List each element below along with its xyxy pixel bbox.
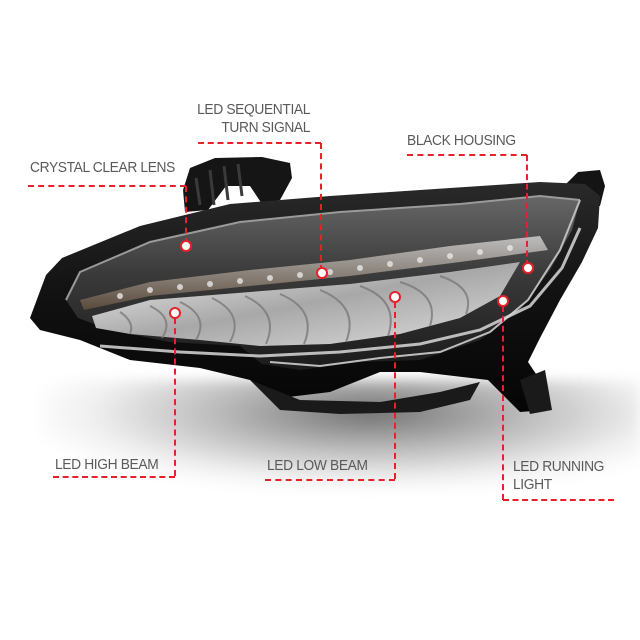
callout-dot-turn-signal [316, 267, 328, 279]
callout-line-low-beam-v [394, 302, 396, 479]
callout-label-led-sequential-turn-signal: LED SEQUENTIAL TURN SIGNAL [196, 101, 310, 137]
callout-text-line-2: TURN SIGNAL [221, 119, 311, 136]
callout-text: LED LOW BEAM [267, 457, 368, 474]
callout-label-led-low-beam: LED LOW BEAM [267, 457, 368, 475]
callout-line-black-housing-v [526, 155, 528, 266]
callout-label-crystal-clear-lens: CRYSTAL CLEAR LENS [30, 159, 175, 177]
callout-line-turn-signal-h [198, 142, 321, 144]
callout-label-led-high-beam: LED HIGH BEAM [55, 456, 159, 474]
callout-text: CRYSTAL CLEAR LENS [30, 159, 175, 176]
callout-text: LED HIGH BEAM [55, 456, 159, 473]
callout-text-line-1: LED RUNNING [513, 458, 605, 475]
callout-line-crystal-clear-lens-v [185, 186, 187, 244]
callout-dot-black-housing [522, 262, 534, 274]
callout-line-turn-signal-v [320, 143, 322, 271]
callout-line-low-beam-h [265, 479, 395, 481]
callout-line-crystal-clear-lens-h [28, 185, 186, 187]
callout-line-high-beam-v [174, 318, 176, 476]
callout-text-line-2: LIGHT [513, 476, 552, 493]
callout-label-black-housing: BLACK HOUSING [407, 132, 516, 150]
callout-text: BLACK HOUSING [407, 132, 516, 149]
callout-line-black-housing-h [407, 154, 527, 156]
callout-line-running-light-v [502, 306, 504, 500]
callout-text-line-1: LED SEQUENTIAL [197, 101, 311, 118]
callout-line-running-light-h [503, 499, 614, 501]
callout-dot-crystal-clear-lens [180, 240, 192, 252]
callout-label-led-running-light: LED RUNNING LIGHT [513, 458, 604, 494]
callout-line-high-beam-h [53, 476, 175, 478]
